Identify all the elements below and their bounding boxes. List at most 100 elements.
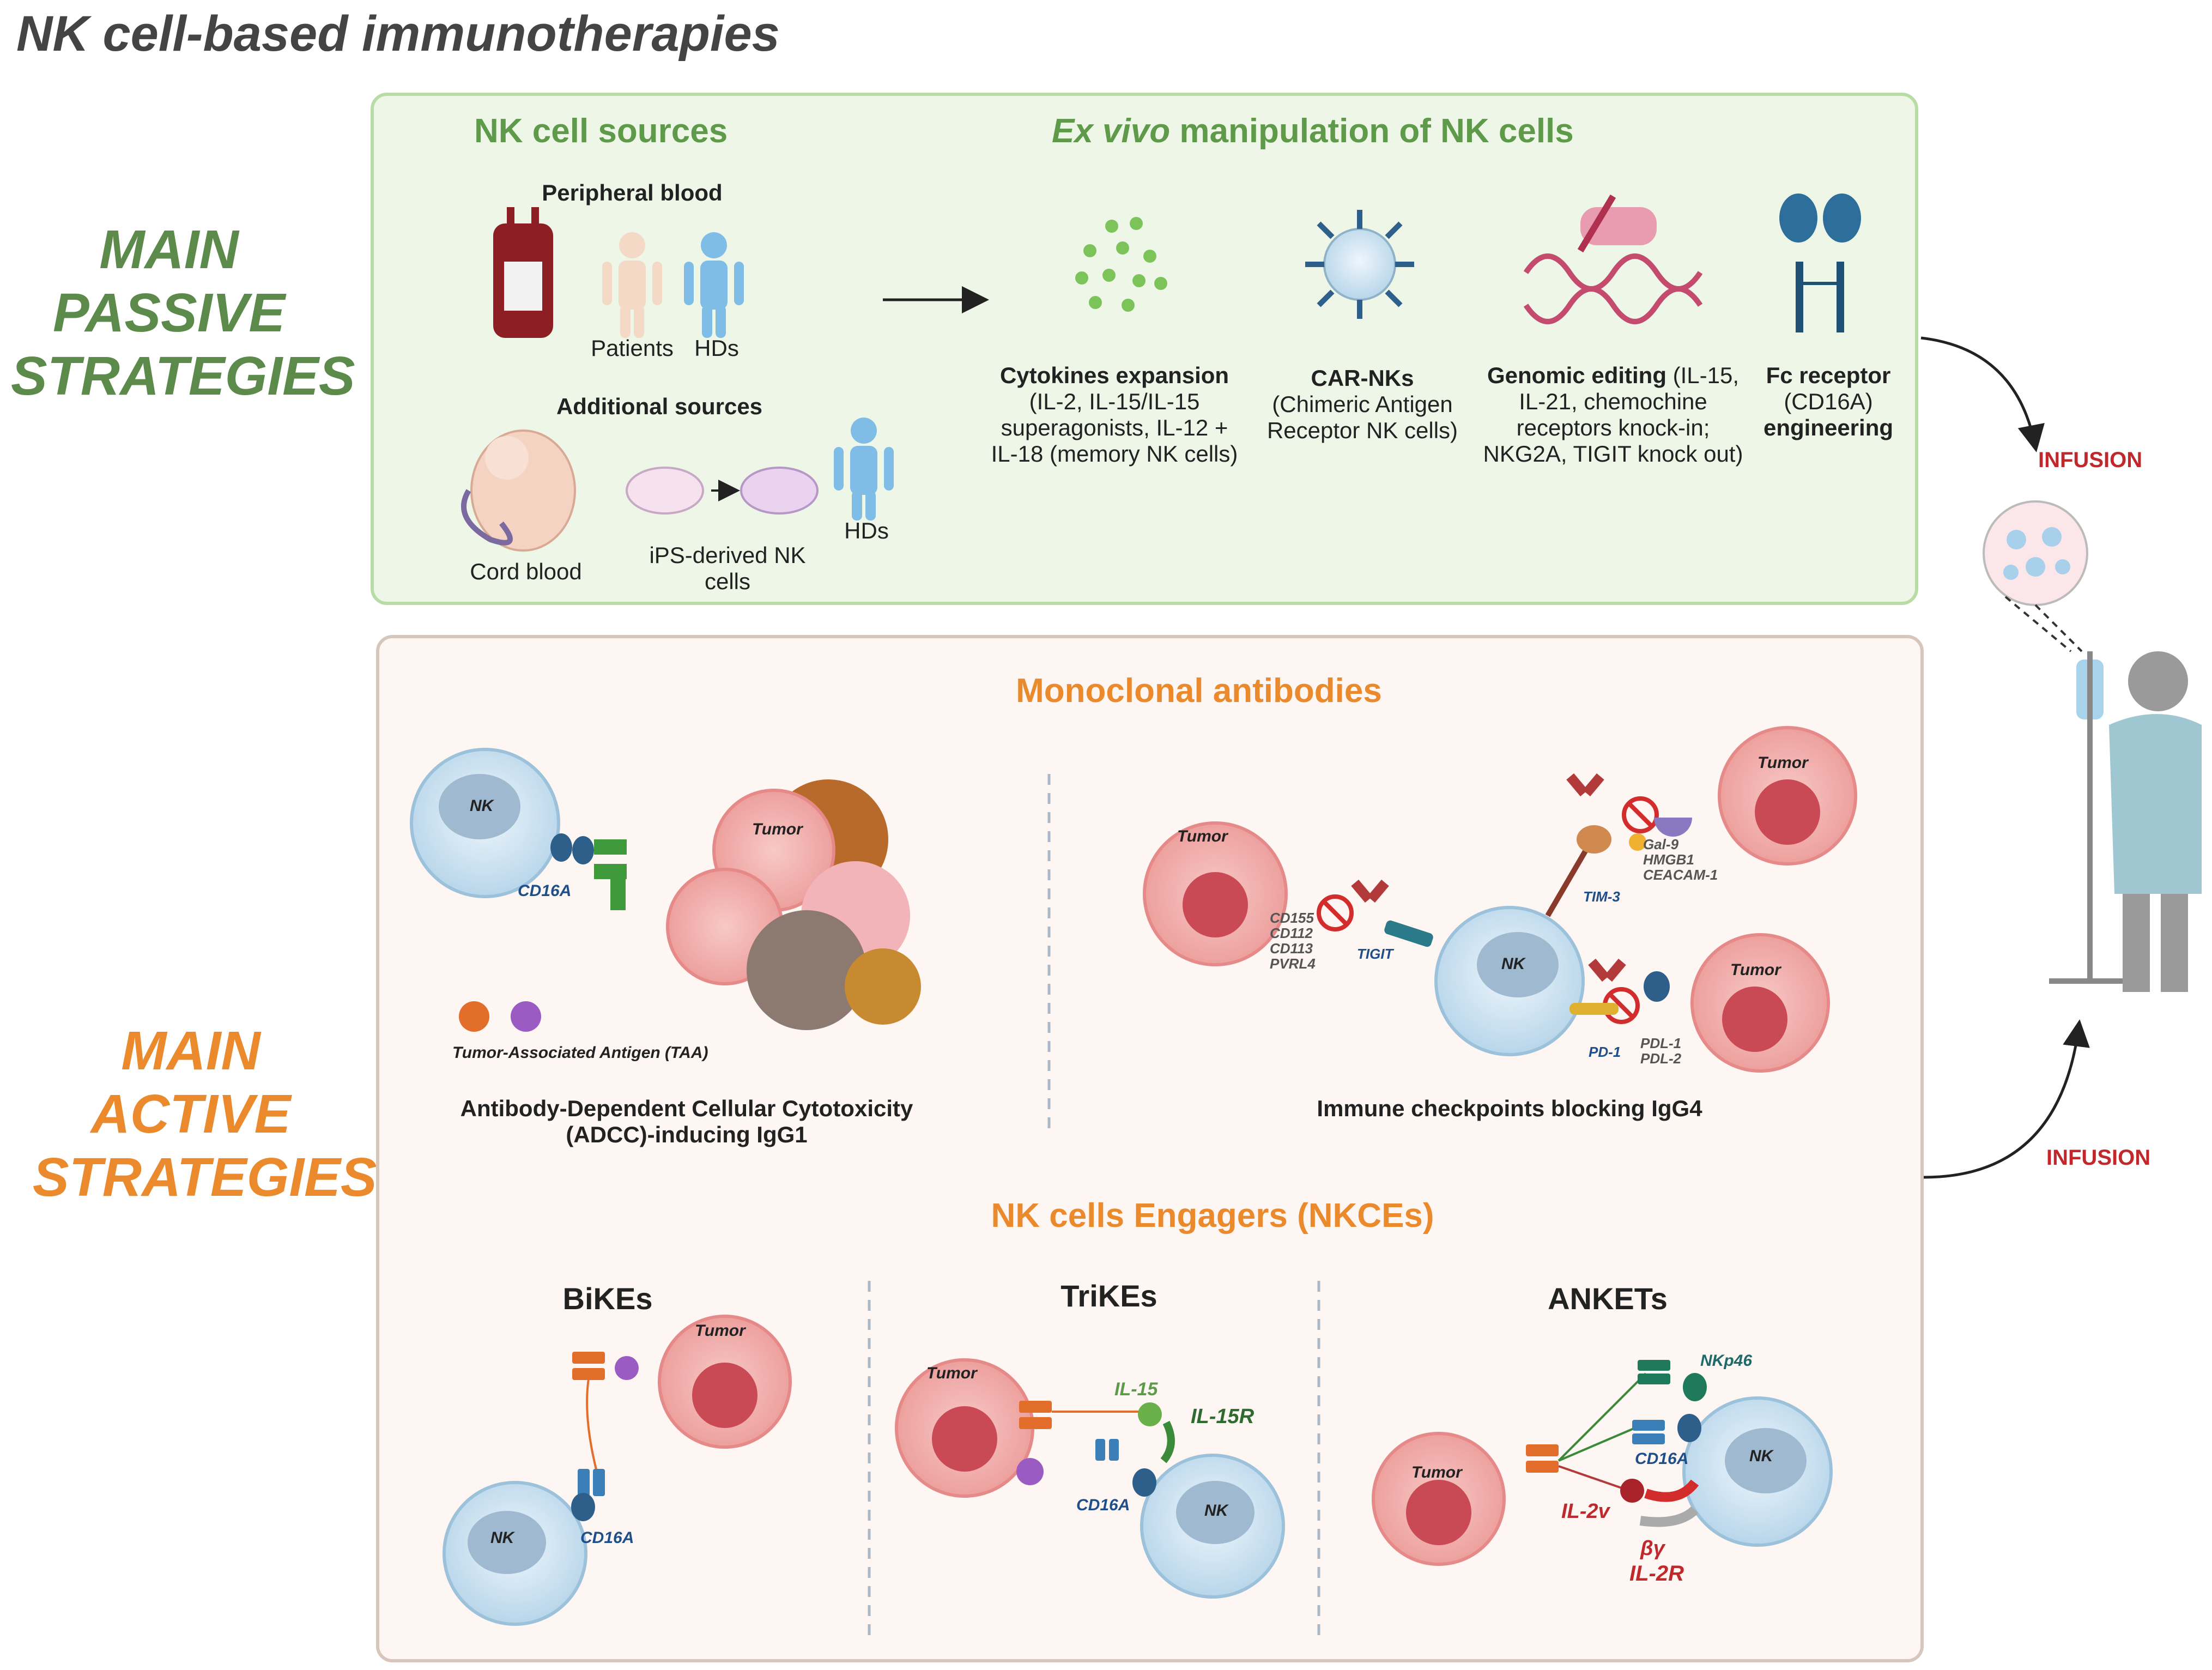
fc-receptor-icon xyxy=(1779,193,1861,332)
tigit-ligands-list: CD155 CD112 CD113 PVRL4 xyxy=(1270,910,1316,971)
healthy-donor-figure-icon xyxy=(684,232,744,338)
cytokines-title: Cytokines expansion xyxy=(999,362,1229,388)
trikes-cd16a-label: CD16A xyxy=(1076,1496,1130,1514)
genomic-line-1: IL-21, chemochine xyxy=(1519,389,1707,414)
fc-mid: (CD16A) xyxy=(1784,389,1873,414)
tim3-label: TIM-3 xyxy=(1583,888,1620,905)
bikes-cd16a-label: CD16A xyxy=(580,1529,634,1547)
ips-line-1: iPS-derived NK xyxy=(649,542,806,568)
adcc-caption: Antibody-Dependent Cellular Cytotoxicity… xyxy=(452,1096,921,1148)
passive-line-3: STRATEGIES xyxy=(11,346,355,407)
iv-stand-icon xyxy=(2049,651,2131,984)
active-line-3: STRATEGIES xyxy=(33,1147,377,1208)
checkpoint-nk-label: NK xyxy=(1501,955,1525,973)
tigit-label: TIGIT xyxy=(1357,946,1393,962)
fc-title: Fc receptor xyxy=(1766,362,1891,388)
cytokine-dots-icon xyxy=(1075,217,1167,312)
cytokines-expansion-text: Cytokines expansion (IL-2, IL-15/IL-15 s… xyxy=(981,362,1248,467)
additional-sources-label: Additional sources xyxy=(556,394,763,419)
car-line-1: (Chimeric Antigen xyxy=(1272,391,1453,417)
genomic-title: Genomic editing xyxy=(1487,362,1666,388)
ankets-tumor-cell xyxy=(1372,1432,1506,1566)
checkpoint-tumor-left xyxy=(1143,821,1288,966)
ips-line-2: cells xyxy=(704,568,751,594)
checkpoint-nk-cell xyxy=(1434,906,1585,1056)
trikes-il15-label: IL-15 xyxy=(1114,1379,1158,1400)
ex-vivo-em: Ex vivo xyxy=(1052,112,1171,150)
peripheral-blood-label: Peripheral blood xyxy=(542,180,723,205)
infusion-label-bottom: INFUSION xyxy=(2046,1146,2151,1170)
adcc-igg1-antibody xyxy=(594,839,627,910)
trikes-tumor-cell xyxy=(895,1358,1034,1498)
active-line-1: MAIN xyxy=(121,1020,260,1081)
nk-cells-bag-zoom xyxy=(1983,500,2088,606)
healthy-donor-figure-2-icon xyxy=(834,418,894,521)
ankets-tumor-label: Tumor xyxy=(1411,1463,1462,1481)
main-passive-strategies-label: MAIN PASSIVE STRATEGIES xyxy=(11,218,355,408)
cytokines-line-3: IL-18 (memory NK cells) xyxy=(991,441,1238,467)
adcc-nk-label: NK xyxy=(470,797,494,815)
bikes-heading: BiKEs xyxy=(562,1281,653,1316)
bikes-nk-label: NK xyxy=(490,1529,514,1547)
trikes-nk-cell xyxy=(1140,1454,1285,1599)
adcc-nk-cell xyxy=(410,748,560,898)
trikes-engager xyxy=(1016,1401,1175,1497)
infusion-label-top: INFUSION xyxy=(2038,448,2143,472)
infusion-arrow-bottom xyxy=(1923,1019,2090,1179)
pd1-ligands-list: PDL-1 PDL-2 xyxy=(1640,1036,1681,1066)
figure-title: NK cell-based immunotherapies xyxy=(16,6,780,62)
ankets-beta-gamma-label: βγ xyxy=(1640,1537,1665,1560)
ankets-il2r-label: IL-2R xyxy=(1629,1562,1684,1586)
car-title: CAR-NKs xyxy=(1311,365,1414,391)
adcc-tumor-cluster xyxy=(666,779,921,1030)
checkpoint-tumor-bottom-right xyxy=(1690,933,1830,1073)
ligand-pdl1: PDL-1 xyxy=(1640,1035,1682,1051)
ankets-nkp46-label: NKp46 xyxy=(1700,1352,1753,1370)
car-line-2: Receptor NK cells) xyxy=(1266,418,1458,443)
tim3-ligands-list: Gal-9 HMGB1 CEACAM-1 xyxy=(1643,837,1718,882)
taa-label: Tumor-Associated Antigen (TAA) xyxy=(452,1044,708,1062)
cytokines-line-1: (IL-2, IL-15/IL-15 xyxy=(1029,389,1200,414)
checkpoint-tumor-left-label: Tumor xyxy=(1177,827,1228,845)
car-nk-cell-icon xyxy=(1305,210,1414,319)
infusion-arrow-top xyxy=(1920,336,2045,452)
trikes-nk-label: NK xyxy=(1204,1502,1228,1520)
ligand-cd155: CD155 xyxy=(1270,910,1314,926)
ligand-pvrl4: PVRL4 xyxy=(1270,955,1316,972)
ligand-ceacam1: CEACAM-1 xyxy=(1643,867,1718,883)
manip-heading-rest: manipulation of NK cells xyxy=(1170,112,1574,150)
passive-line-2: PASSIVE xyxy=(52,282,286,343)
ips-derived-nk-label: iPS-derived NK cells xyxy=(640,542,815,595)
genomic-editing-text: Genomic editing (IL-15, IL-21, chemochin… xyxy=(1471,362,1755,467)
bikes-tumor-cell xyxy=(658,1315,792,1449)
car-nks-text: CAR-NKs (Chimeric Antigen Receptor NK ce… xyxy=(1259,365,1466,444)
adcc-caption-line-2: (ADCC)-inducing IgG1 xyxy=(566,1122,808,1147)
genomic-line-2: receptors knock-in; xyxy=(1516,415,1710,440)
ankets-engager xyxy=(1526,1360,1707,1527)
nk-cell-sources-heading: NK cell sources xyxy=(474,112,728,150)
fc-title-2: engineering xyxy=(1763,415,1894,440)
ligand-hmgb1: HMGB1 xyxy=(1643,851,1694,868)
ankets-nk-label: NK xyxy=(1749,1447,1773,1465)
trikes-tumor-label: Tumor xyxy=(926,1364,977,1382)
checkpoint-tumor-top-label: Tumor xyxy=(1758,754,1808,772)
monoclonal-antibodies-heading: Monoclonal antibodies xyxy=(1016,672,1382,710)
patient-figure-icon xyxy=(602,232,662,338)
fc-receptor-text: Fc receptor (CD16A) engineering xyxy=(1755,362,1902,441)
genomic-editing-dna-icon xyxy=(1523,194,1703,324)
cord-blood-label: Cord blood xyxy=(470,559,582,584)
adcc-caption-line-1: Antibody-Dependent Cellular Cytotoxicity xyxy=(460,1096,913,1121)
checkpoint-igg4-antibodies xyxy=(1351,773,1626,982)
trikes-heading: TriKEs xyxy=(1060,1279,1157,1313)
patient-receiving-infusion-icon xyxy=(2109,651,2202,992)
bikes-tumor-label: Tumor xyxy=(695,1322,746,1340)
active-line-2: ACTIVE xyxy=(90,1084,291,1145)
genomic-line-3: NKG2A, TIGIT knock out) xyxy=(1483,441,1743,467)
hds-label-1: HDs xyxy=(694,335,739,361)
genomic-first-rest: (IL-15, xyxy=(1666,362,1740,388)
nkce-heading: NK cells Engagers (NKCEs) xyxy=(991,1197,1434,1235)
ligand-gal9: Gal-9 xyxy=(1643,836,1679,852)
ex-vivo-manipulation-heading: Ex vivo manipulation of NK cells xyxy=(1052,112,1574,150)
ligand-cd113: CD113 xyxy=(1270,940,1313,957)
